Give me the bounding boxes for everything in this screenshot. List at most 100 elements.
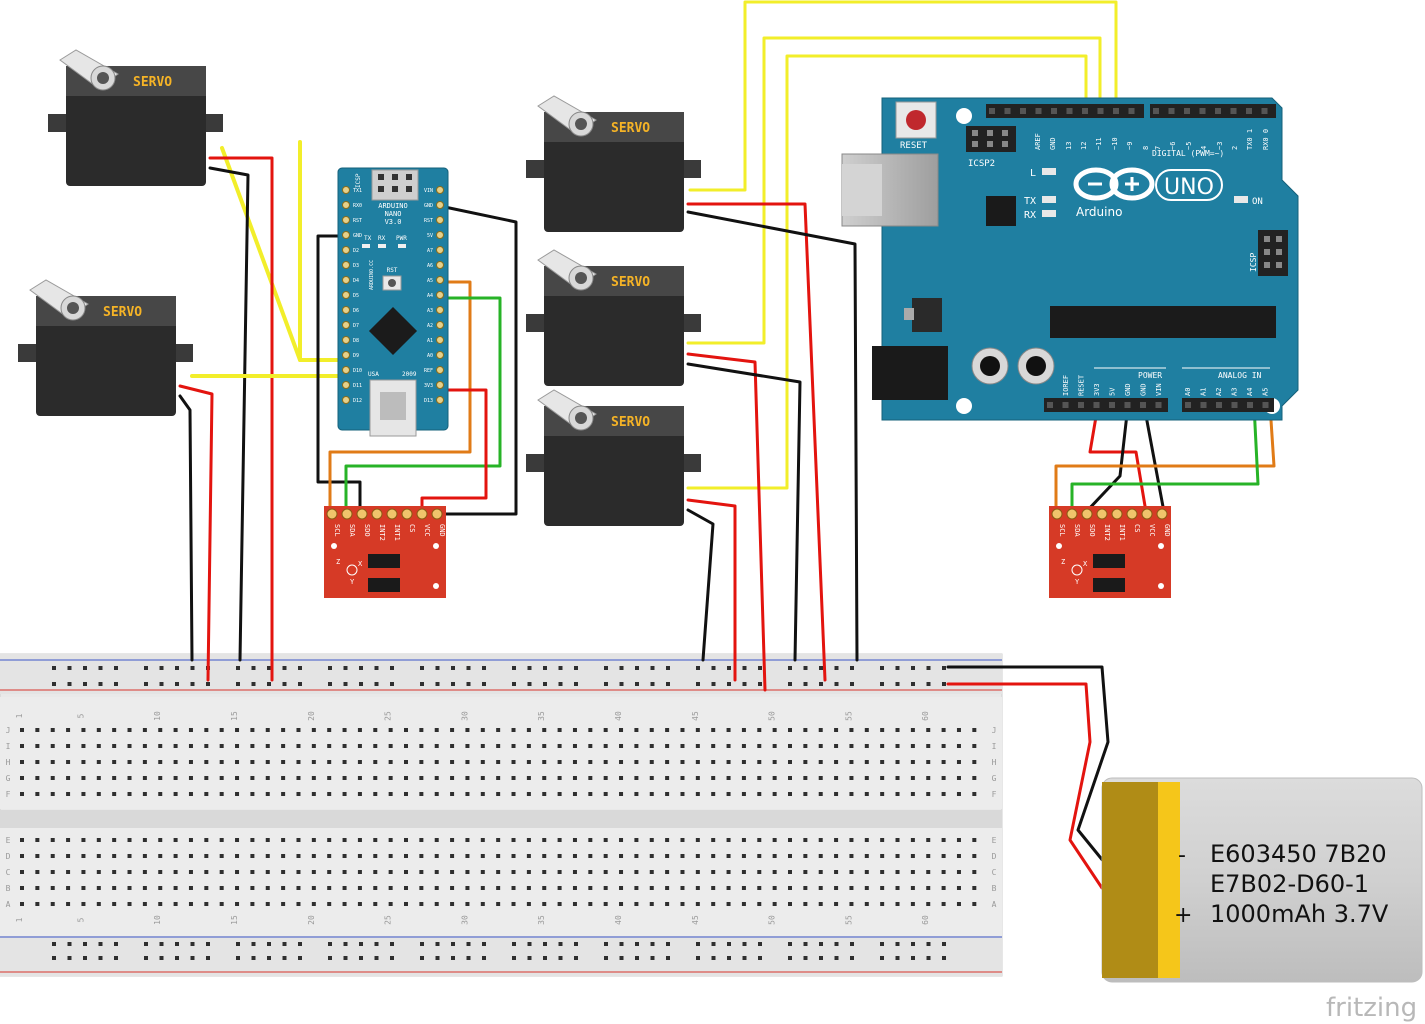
terminal-hole[interactable] [327, 886, 332, 890]
terminal-hole[interactable] [788, 728, 792, 732]
terminal-hole[interactable] [910, 838, 915, 842]
terminal-hole[interactable] [757, 728, 762, 732]
terminal-hole[interactable] [496, 728, 501, 732]
rail-hole[interactable] [711, 682, 716, 686]
terminal-hole[interactable] [711, 744, 716, 748]
terminal-hole[interactable] [480, 854, 485, 858]
terminal-hole[interactable] [956, 776, 961, 780]
terminal-hole[interactable] [972, 776, 977, 780]
terminal-hole[interactable] [588, 728, 593, 732]
rail-hole[interactable] [190, 942, 195, 946]
terminal-hole[interactable] [665, 902, 670, 906]
terminal-hole[interactable] [188, 886, 193, 890]
terminal-hole[interactable] [757, 902, 762, 906]
terminal-hole[interactable] [634, 838, 639, 842]
terminal-hole[interactable] [173, 744, 178, 748]
terminal-hole[interactable] [419, 760, 424, 764]
terminal-hole[interactable] [649, 902, 654, 906]
terminal-hole[interactable] [680, 870, 685, 874]
terminal-hole[interactable] [281, 744, 286, 748]
terminal-hole[interactable] [496, 760, 501, 764]
icsp-pin[interactable] [392, 174, 398, 180]
terminal-hole[interactable] [327, 776, 332, 780]
wire-red[interactable] [178, 384, 214, 682]
terminal-hole[interactable] [158, 838, 163, 842]
terminal-hole[interactable] [96, 902, 101, 906]
terminal-hole[interactable] [419, 838, 424, 842]
uno-header-pin[interactable] [1113, 108, 1119, 114]
terminal-hole[interactable] [695, 744, 700, 748]
terminal-hole[interactable] [910, 870, 915, 874]
terminal-hole[interactable] [373, 902, 378, 906]
terminal-hole[interactable] [480, 792, 485, 796]
terminal-hole[interactable] [434, 902, 439, 906]
terminal-hole[interactable] [726, 886, 731, 890]
terminal-hole[interactable] [572, 792, 577, 796]
rail-hole[interactable] [527, 682, 532, 686]
rail-hole[interactable] [926, 682, 931, 686]
terminal-hole[interactable] [834, 838, 839, 842]
rail-hole[interactable] [144, 666, 148, 670]
servo-motor[interactable]: SERVO [18, 279, 193, 416]
terminal-hole[interactable] [511, 854, 516, 858]
rail-hole[interactable] [114, 666, 118, 670]
terminal-hole[interactable] [81, 886, 86, 890]
terminal-hole[interactable] [281, 760, 286, 764]
rail-hole[interactable] [236, 666, 240, 670]
accel-pin[interactable] [1081, 508, 1093, 520]
terminal-hole[interactable] [880, 760, 885, 764]
terminal-hole[interactable] [864, 792, 869, 796]
terminal-hole[interactable] [588, 886, 593, 890]
terminal-hole[interactable] [404, 728, 408, 732]
terminal-hole[interactable] [926, 886, 931, 890]
terminal-hole[interactable] [972, 760, 977, 764]
icsp-pin[interactable] [1276, 262, 1282, 268]
terminal-hole[interactable] [465, 838, 470, 842]
terminal-hole[interactable] [603, 854, 608, 858]
terminal-hole[interactable] [450, 870, 455, 874]
terminal-hole[interactable] [419, 870, 424, 874]
terminal-hole[interactable] [188, 760, 193, 764]
rail-hole[interactable] [251, 682, 256, 686]
terminal-hole[interactable] [864, 838, 869, 842]
terminal-hole[interactable] [20, 854, 24, 858]
terminal-hole[interactable] [526, 902, 531, 906]
terminal-hole[interactable] [511, 902, 516, 906]
terminal-hole[interactable] [235, 838, 240, 842]
terminal-hole[interactable] [50, 760, 55, 764]
wire-black[interactable] [686, 508, 715, 662]
terminal-hole[interactable] [695, 870, 700, 874]
terminal-hole[interactable] [96, 838, 101, 842]
terminal-hole[interactable] [726, 838, 731, 842]
rail-hole[interactable] [574, 682, 578, 686]
terminal-hole[interactable] [219, 854, 224, 858]
rail-hole[interactable] [880, 942, 884, 946]
terminal-hole[interactable] [66, 854, 71, 858]
terminal-hole[interactable] [50, 838, 55, 842]
terminal-hole[interactable] [572, 886, 577, 890]
terminal-hole[interactable] [511, 744, 516, 748]
terminal-hole[interactable] [112, 838, 117, 842]
terminal-hole[interactable] [880, 728, 885, 732]
rail-hole[interactable] [650, 942, 655, 946]
terminal-hole[interactable] [342, 776, 347, 780]
terminal-hole[interactable] [818, 886, 823, 890]
uno-header-pin[interactable] [1200, 402, 1207, 408]
rail-hole[interactable] [803, 956, 808, 960]
terminal-hole[interactable] [96, 886, 101, 890]
terminal-hole[interactable] [112, 760, 117, 764]
terminal-hole[interactable] [603, 792, 608, 796]
terminal-hole[interactable] [880, 854, 885, 858]
terminal-hole[interactable] [956, 854, 961, 858]
nano-pin[interactable] [342, 336, 350, 344]
rail-hole[interactable] [251, 666, 256, 670]
terminal-hole[interactable] [250, 744, 255, 748]
terminal-hole[interactable] [680, 854, 685, 858]
servo-motor[interactable]: SERVO [526, 249, 701, 386]
uno-header-pin[interactable] [1078, 402, 1084, 408]
terminal-hole[interactable] [772, 854, 777, 858]
terminal-hole[interactable] [465, 792, 470, 796]
nano-pin[interactable] [436, 231, 444, 239]
terminal-hole[interactable] [357, 744, 362, 748]
terminal-hole[interactable] [35, 886, 40, 890]
